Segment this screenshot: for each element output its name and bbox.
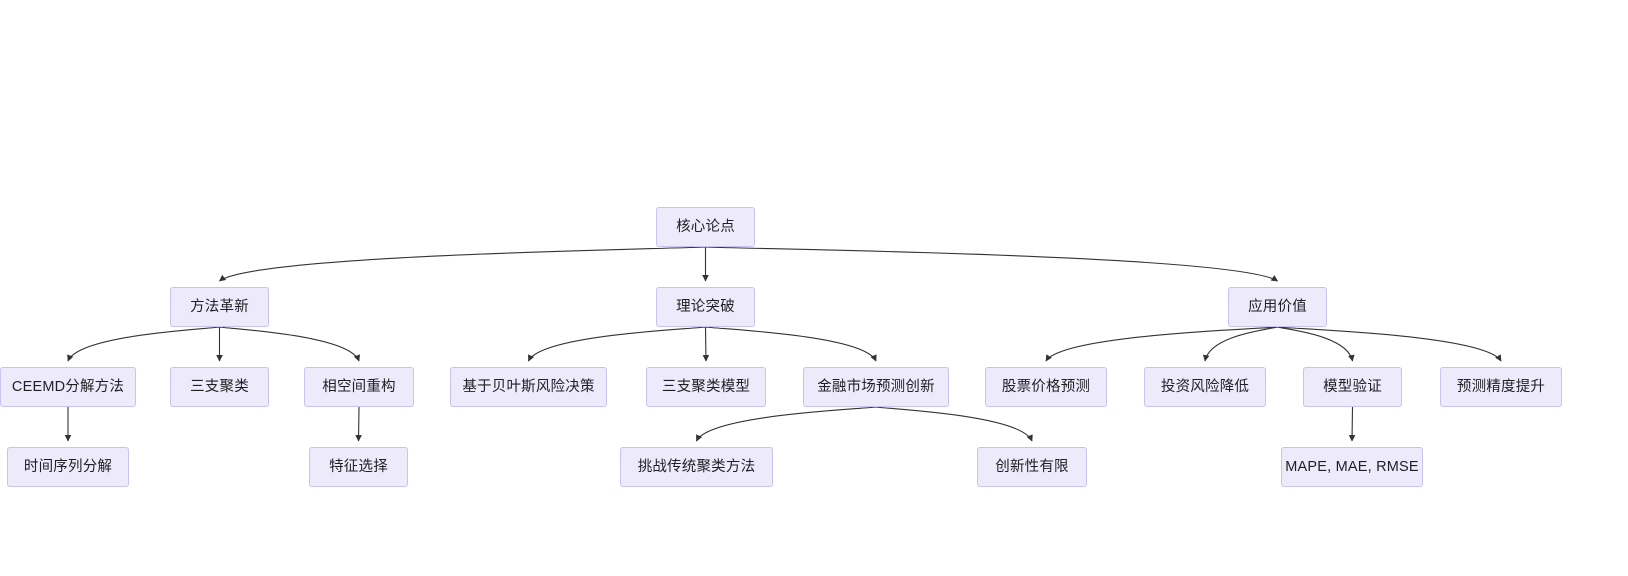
flow-node-label: 三支聚类 — [190, 378, 249, 395]
flow-node-label: 应用价值 — [1248, 298, 1307, 315]
flow-node-l2b[interactable]: 三支聚类 — [170, 367, 269, 407]
flow-edge-l1a-to-l2c — [219, 326, 360, 362]
flow-node-root[interactable]: 核心论点 — [656, 207, 755, 247]
flow-node-l1b[interactable]: 理论突破 — [656, 287, 755, 327]
flow-node-l1a[interactable]: 方法革新 — [170, 287, 269, 327]
flow-node-label: 模型验证 — [1323, 378, 1382, 395]
flow-edge-root-to-l1a — [218, 246, 706, 282]
flow-node-label: 时间序列分解 — [23, 458, 113, 475]
flow-edge-l2f-to-l3d — [875, 406, 1033, 442]
flow-edge-l1c-to-l2i — [1277, 326, 1355, 362]
flow-edge-l1c-to-l2j — [1277, 326, 1502, 362]
flow-node-label: 核心论点 — [676, 218, 735, 235]
flow-edge-root-to-l1c — [705, 246, 1279, 282]
flow-edge-l2f-to-l3c — [696, 406, 877, 442]
flow-node-l3b[interactable]: 特征选择 — [309, 447, 408, 487]
flow-node-l2g[interactable]: 股票价格预测 — [985, 367, 1107, 407]
flow-node-l2c[interactable]: 相空间重构 — [304, 367, 414, 407]
flow-edge-l1a-to-l2a — [67, 326, 220, 362]
flow-edge-l1c-to-l2g — [1045, 326, 1278, 362]
flow-node-label: 挑战传统聚类方法 — [637, 458, 756, 475]
edge-group — [64, 246, 1502, 442]
flow-node-l3c[interactable]: 挑战传统聚类方法 — [620, 447, 773, 487]
flow-node-l1c[interactable]: 应用价值 — [1228, 287, 1327, 327]
flow-node-l2a[interactable]: CEEMD分解方法 — [0, 367, 136, 407]
flow-node-label: 股票价格预测 — [1001, 378, 1091, 395]
flow-node-label: 三支聚类模型 — [661, 378, 751, 395]
flow-node-l2d[interactable]: 基于贝叶斯风险决策 — [450, 367, 607, 407]
flow-node-l2j[interactable]: 预测精度提升 — [1440, 367, 1562, 407]
flow-node-label: 金融市场预测创新 — [817, 378, 935, 395]
flow-node-l2h[interactable]: 投资风险降低 — [1144, 367, 1266, 407]
flow-node-label: 基于贝叶斯风险决策 — [462, 378, 595, 395]
flow-node-l3e[interactable]: MAPE, MAE, RMSE — [1281, 447, 1423, 487]
flow-node-label: CEEMD分解方法 — [11, 378, 125, 395]
flow-node-label: 相空间重构 — [322, 378, 396, 395]
flow-node-l2f[interactable]: 金融市场预测创新 — [803, 367, 949, 407]
flow-node-l3d[interactable]: 创新性有限 — [977, 447, 1087, 487]
flow-node-label: MAPE, MAE, RMSE — [1285, 458, 1419, 475]
flow-edge-l1b-to-l2d — [528, 326, 706, 362]
flow-edge-l1b-to-l2f — [705, 326, 877, 362]
flow-node-label: 理论突破 — [676, 298, 735, 315]
flow-node-l2i[interactable]: 模型验证 — [1303, 367, 1402, 407]
flow-edge-l2c-to-l3b — [355, 406, 362, 442]
flow-node-label: 投资风险降低 — [1160, 378, 1250, 395]
flow-edge-l1c-to-l2h — [1202, 326, 1278, 362]
flow-node-label: 方法革新 — [190, 298, 249, 315]
flow-edge-l2i-to-l3e — [1348, 406, 1356, 442]
flow-node-label: 特征选择 — [329, 458, 388, 475]
flow-node-label: 创新性有限 — [995, 458, 1069, 475]
flow-node-l3a[interactable]: 时间序列分解 — [7, 447, 129, 487]
flow-edge-l1b-to-l2e — [702, 326, 710, 362]
flow-node-label: 预测精度提升 — [1456, 378, 1546, 395]
flow-node-l2e[interactable]: 三支聚类模型 — [646, 367, 766, 407]
